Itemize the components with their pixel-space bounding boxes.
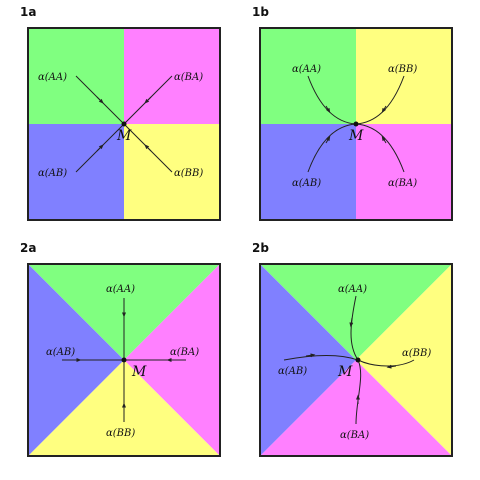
panel-2b-frame: [259, 263, 453, 457]
panel-1a: 1a M α(AA) α(BA) α(AB) α(BB): [20, 5, 221, 221]
panel-2b-label: 2b: [252, 241, 269, 255]
panel-2b: 2b M α(AA) α(BB) α(AB) α(BA): [252, 241, 453, 457]
curve-label-aa: α(AA): [38, 72, 67, 83]
panel-2a: 2a M α(AA) α(AB) α(BA) α(BB): [20, 241, 221, 457]
region-bottom: [260, 360, 452, 456]
curve-label-ba: α(BA): [340, 430, 369, 441]
curve-label-ab: α(AB): [46, 347, 75, 358]
curve-label-ba: α(BA): [174, 72, 203, 83]
point-m: [353, 121, 359, 127]
curve-aa: [350, 295, 359, 361]
curve-ab: [283, 354, 359, 361]
point-label: M: [116, 128, 132, 144]
arrow-bb: [381, 105, 387, 114]
point-m: [121, 121, 127, 127]
arrow-ba: [381, 135, 387, 144]
panel-1a-frame: [27, 27, 221, 221]
curve-label-bb: α(BB): [402, 348, 431, 359]
arrow-ab: [325, 135, 331, 144]
point-m: [355, 357, 361, 363]
curve-label-bb: α(BB): [388, 64, 417, 75]
arrow-bb: [386, 364, 397, 369]
curve-label-aa: α(AA): [338, 284, 367, 295]
arrow-aa: [96, 96, 104, 104]
panel-1b-label: 1b: [252, 5, 269, 19]
region-right: [356, 264, 452, 456]
arrow-ab: [305, 353, 316, 358]
curve-label-ab: α(AB): [292, 178, 321, 189]
arrow-ab: [96, 144, 104, 152]
arrow-bb: [144, 144, 152, 152]
region-left: [260, 264, 356, 456]
point-m: [121, 357, 127, 363]
curve-ba: [355, 359, 362, 425]
point-label: M: [337, 364, 353, 380]
curve-label-bb: α(BB): [174, 168, 203, 179]
region-top: [260, 264, 452, 360]
panel-1b-frame: [259, 27, 453, 221]
curve-label-aa: α(AA): [106, 284, 135, 295]
point-label: M: [131, 364, 147, 380]
curve-label-ba: α(BA): [170, 347, 199, 358]
curve-label-ab: α(AB): [38, 168, 67, 179]
panel-2a-frame: [27, 263, 221, 457]
curve-label-aa: α(AA): [292, 64, 321, 75]
arrow-ba: [144, 96, 152, 104]
curve-label-bb: α(BB): [106, 428, 135, 439]
arrow-aa: [325, 105, 331, 114]
panel-1b: 1b M α(AA) α(BB) α(AB) α(BA): [252, 5, 453, 221]
panel-2a-label: 2a: [20, 241, 36, 255]
panel-1a-label: 1a: [20, 5, 36, 19]
arrow-aa: [349, 317, 354, 328]
point-label: M: [348, 128, 364, 144]
curve-label-ba: α(BA): [388, 178, 417, 189]
curve-label-ab: α(AB): [278, 366, 307, 377]
